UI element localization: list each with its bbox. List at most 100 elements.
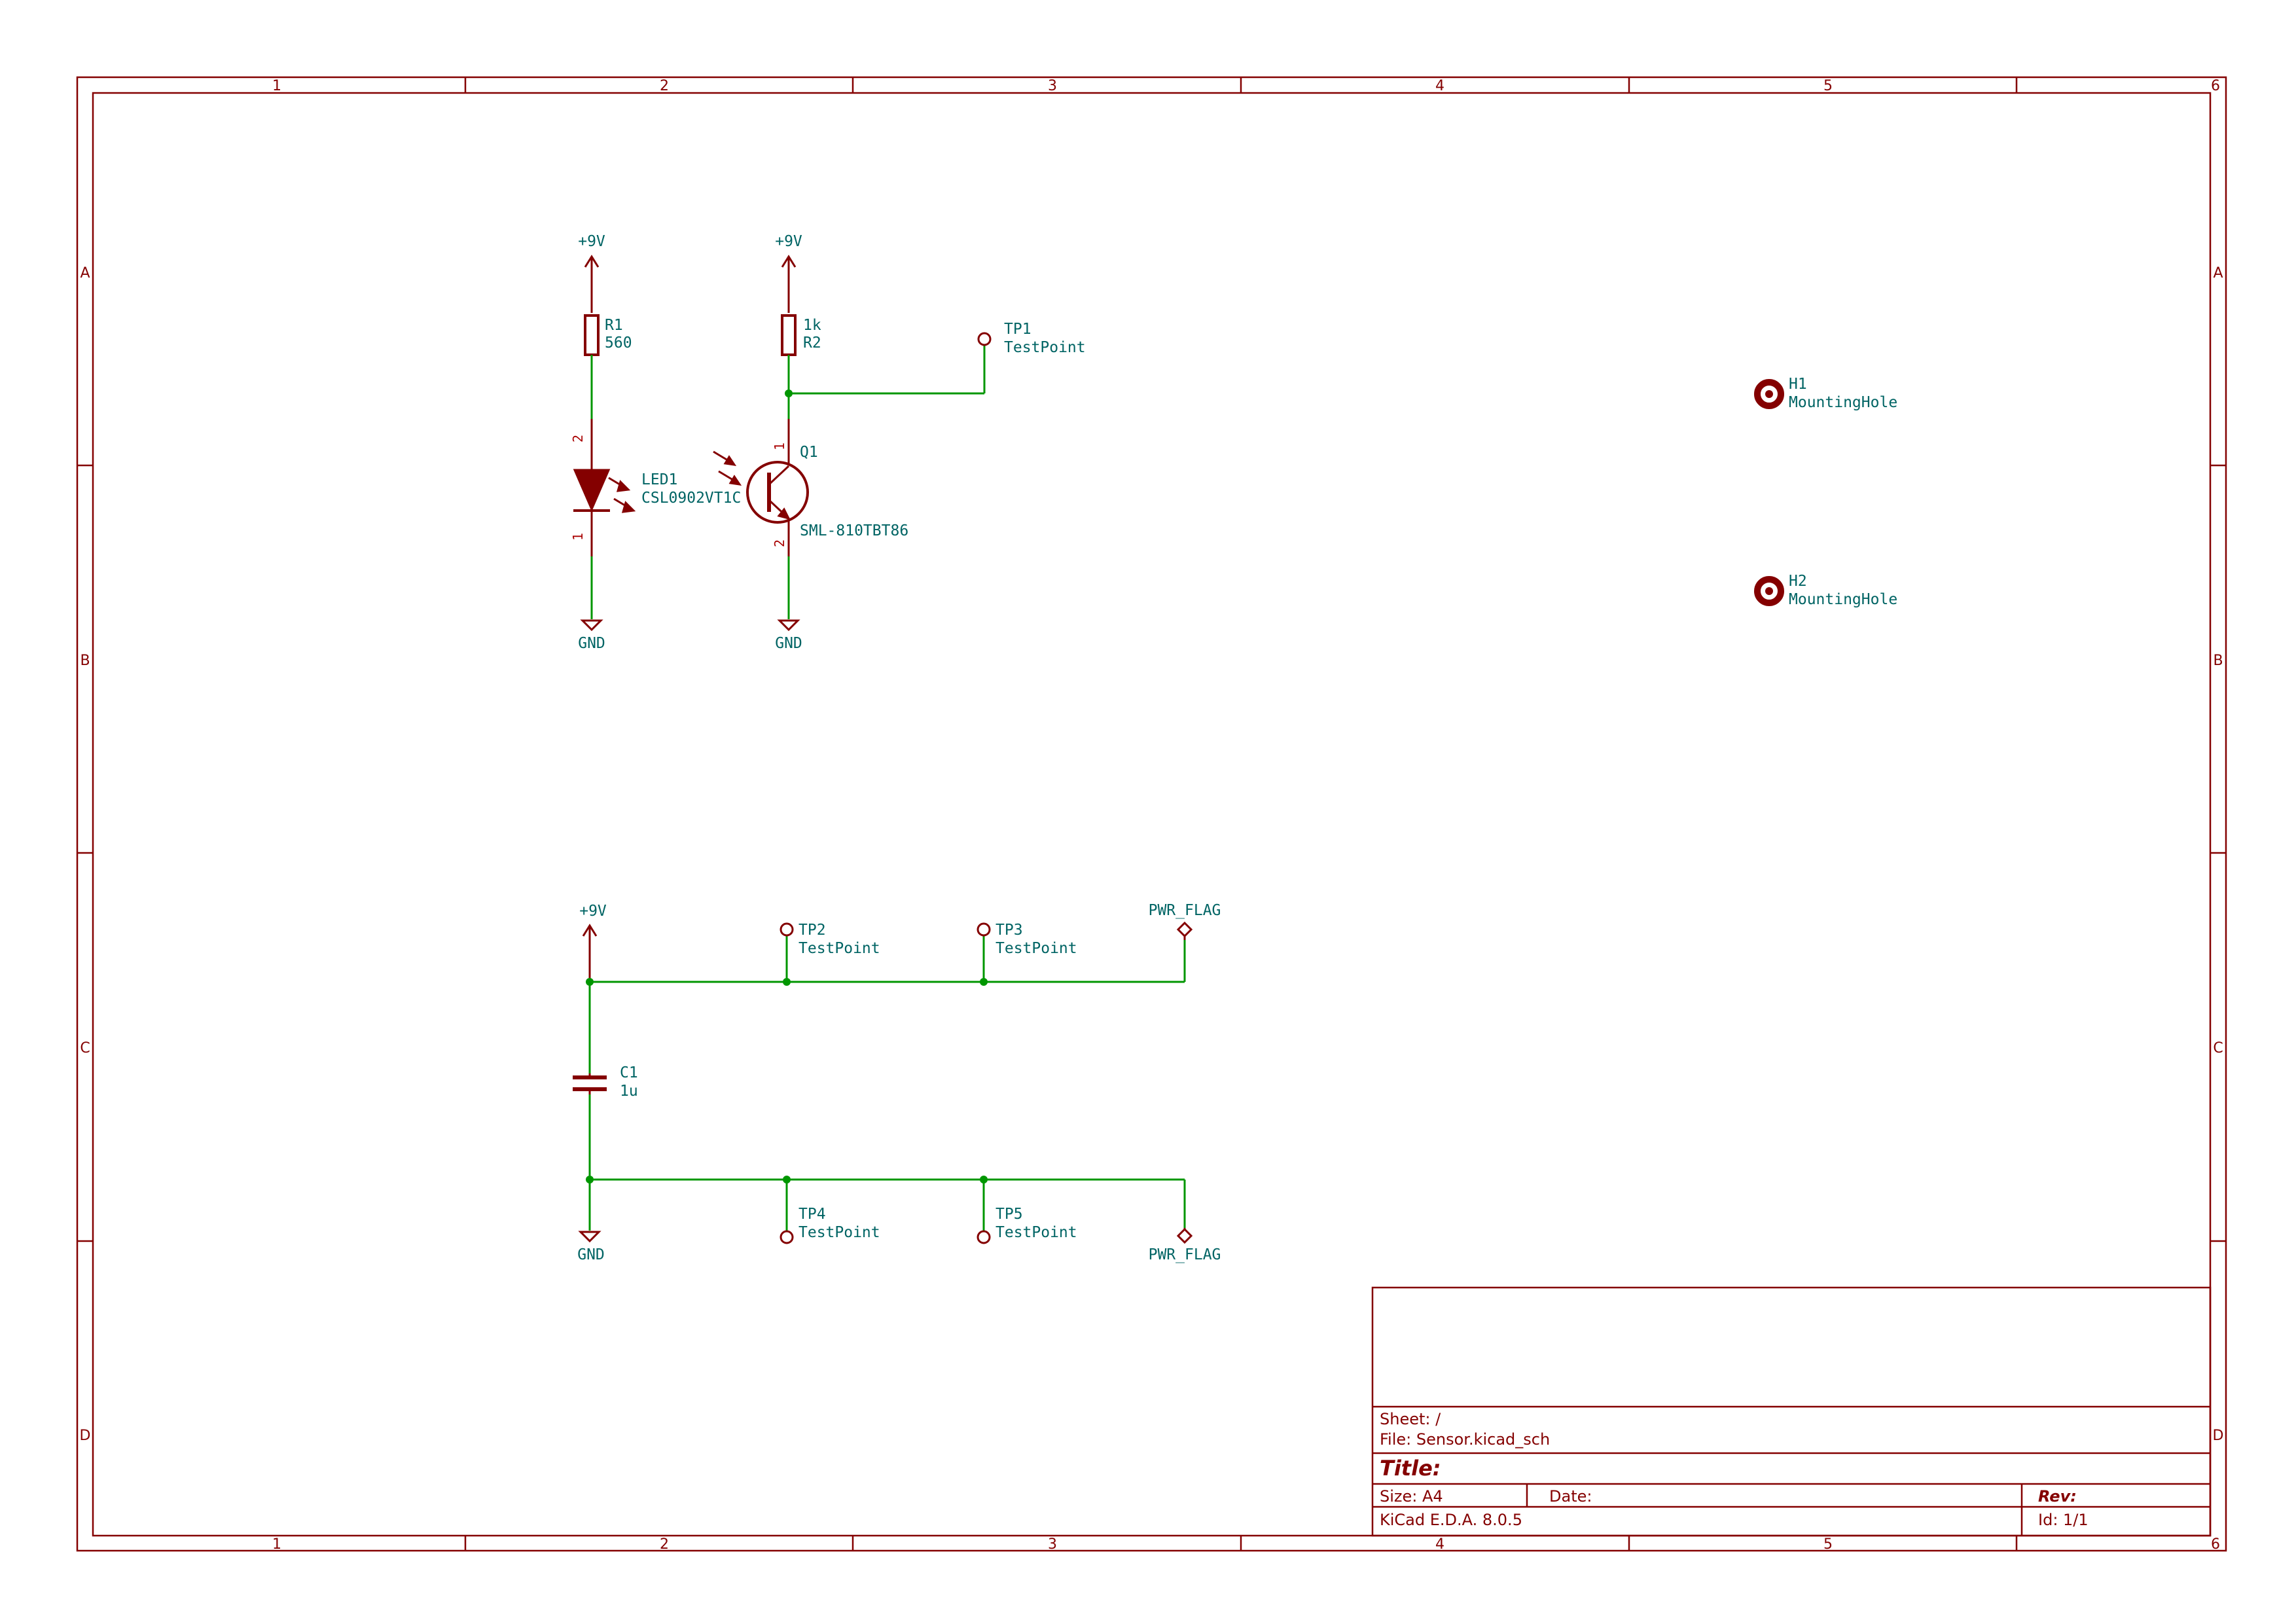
gnd-symbol[interactable]: GND bbox=[578, 619, 605, 652]
r1-value: 560 bbox=[605, 334, 632, 352]
phototransistor-q1[interactable]: 1 2 Q1 SML-810TBT86 bbox=[713, 419, 908, 556]
phototransistor-branch: +9V 1k R2 TP1 TestPoint bbox=[713, 233, 1086, 652]
pwr-flag-label: PWR_FLAG bbox=[1149, 902, 1221, 919]
row-label: A bbox=[2213, 265, 2223, 281]
col-label: 1 bbox=[272, 1536, 281, 1553]
col-label: 2 bbox=[660, 78, 669, 94]
power-9v-symbol[interactable]: +9V bbox=[775, 233, 802, 313]
c1-value: 1u bbox=[620, 1083, 638, 1100]
gnd-label: GND bbox=[577, 1246, 605, 1263]
col-label: 6 bbox=[2211, 1536, 2220, 1553]
row-label: B bbox=[2213, 653, 2223, 669]
power-9v-label: +9V bbox=[579, 903, 607, 920]
row-label: C bbox=[80, 1040, 90, 1056]
outer-border bbox=[76, 76, 2227, 1552]
h2-value: MountingHole bbox=[1789, 591, 1897, 608]
power-rails-section: +9V TP2 TestPoint TP3 TestPoint PWR_FLAG bbox=[573, 902, 1221, 1263]
testpoint-tp3[interactable]: TP3 TestPoint bbox=[977, 922, 1077, 957]
tool-version-label: KiCad E.D.A. 8.0.5 bbox=[1380, 1511, 1522, 1529]
resistor-r1[interactable]: R1 560 bbox=[584, 314, 632, 356]
testpoint-tp2[interactable]: TP2 TestPoint bbox=[780, 922, 880, 957]
power-9v-label: +9V bbox=[775, 233, 802, 250]
title-block-border bbox=[1371, 1286, 2212, 1537]
power-9v-symbol[interactable]: +9V bbox=[579, 903, 607, 982]
testpoint-tp1[interactable]: TP1 TestPoint bbox=[977, 321, 1086, 356]
row-label: A bbox=[80, 265, 90, 281]
row-label: C bbox=[2213, 1040, 2223, 1056]
column-labels-bottom: 1 2 3 4 5 6 bbox=[272, 1536, 2220, 1553]
power-9v-symbol[interactable]: +9V bbox=[578, 233, 605, 313]
r2-value: 1k bbox=[803, 317, 821, 334]
pwr-flag-top[interactable]: PWR_FLAG bbox=[1149, 902, 1221, 940]
resistor-r2[interactable]: 1k R2 bbox=[781, 314, 821, 356]
row-label: B bbox=[80, 653, 90, 669]
h1-ref: H1 bbox=[1789, 376, 1807, 393]
gnd-label: GND bbox=[578, 635, 605, 652]
inner-border bbox=[92, 92, 2212, 1537]
junction-dot bbox=[783, 1176, 791, 1183]
row-label: D bbox=[2213, 1428, 2224, 1444]
tp5-value: TestPoint bbox=[996, 1224, 1077, 1241]
date-label: Date: bbox=[1549, 1487, 1592, 1506]
h2-ref: H2 bbox=[1789, 573, 1807, 590]
junction-dot bbox=[783, 978, 791, 986]
tp1-ref: TP1 bbox=[1004, 321, 1031, 338]
led1-ref: LED1 bbox=[641, 471, 677, 488]
gnd-label: GND bbox=[775, 635, 802, 652]
tp3-ref: TP3 bbox=[996, 922, 1023, 939]
col-label: 1 bbox=[272, 78, 281, 94]
tp1-value: TestPoint bbox=[1004, 339, 1086, 356]
tp3-value: TestPoint bbox=[996, 940, 1077, 957]
gnd-symbol[interactable]: GND bbox=[775, 619, 802, 652]
sheet-id-label: Id: 1/1 bbox=[2038, 1511, 2089, 1529]
row-dividers bbox=[77, 464, 2226, 1242]
col-label: 4 bbox=[1435, 78, 1444, 94]
size-label: Size: A4 bbox=[1380, 1487, 1443, 1506]
led1-pin-cathode: 1 bbox=[570, 533, 586, 541]
tp5-ref: TP5 bbox=[996, 1206, 1023, 1223]
q1-value: SML-810TBT86 bbox=[800, 522, 908, 539]
led1-value: CSL0902VT1C bbox=[641, 490, 741, 507]
tp4-ref: TP4 bbox=[798, 1206, 826, 1223]
row-labels: A B C D A B C D bbox=[80, 265, 2224, 1444]
col-label: 5 bbox=[1823, 1536, 1833, 1553]
q1-pin-collector: 1 bbox=[772, 442, 787, 450]
col-label: 2 bbox=[660, 1536, 669, 1553]
junction-dot bbox=[980, 1176, 988, 1183]
pwr-flag-bottom[interactable]: PWR_FLAG bbox=[1149, 1227, 1221, 1263]
h1-value: MountingHole bbox=[1789, 394, 1897, 411]
gnd-symbol[interactable]: GND bbox=[577, 1231, 605, 1263]
drawing-frame: 1 2 3 4 5 6 1 2 3 4 5 6 A B C D A B C D bbox=[76, 76, 2227, 1553]
led-branch: +9V R1 560 2 1 LED1 CSL0902VT1C bbox=[570, 233, 741, 652]
q1-pin-emitter: 2 bbox=[772, 539, 787, 547]
junction-dot bbox=[586, 978, 594, 986]
mounting-hole-h2[interactable]: H2 MountingHole bbox=[1754, 573, 1897, 608]
col-label: 5 bbox=[1823, 78, 1833, 94]
column-dividers bbox=[464, 77, 2018, 1551]
testpoint-tp5[interactable]: TP5 TestPoint bbox=[977, 1206, 1077, 1244]
file-label: File: Sensor.kicad_sch bbox=[1380, 1430, 1550, 1449]
junction-dot bbox=[785, 389, 793, 397]
col-label: 3 bbox=[1048, 1536, 1057, 1553]
capacitor-c1[interactable]: C1 1u bbox=[573, 1064, 638, 1100]
power-9v-label: +9V bbox=[578, 233, 605, 250]
mounting-hole-h1[interactable]: H1 MountingHole bbox=[1754, 376, 1897, 411]
title-block: Sheet: / File: Sensor.kicad_sch Title: S… bbox=[1371, 1286, 2212, 1537]
col-label: 6 bbox=[2211, 78, 2220, 94]
title-label: Title: bbox=[1380, 1456, 1441, 1481]
led-led1[interactable]: 2 1 LED1 CSL0902VT1C bbox=[570, 419, 741, 556]
row-label: D bbox=[80, 1428, 91, 1444]
led1-pin-anode: 2 bbox=[570, 435, 586, 442]
junction-dot bbox=[980, 978, 988, 986]
tp2-ref: TP2 bbox=[798, 922, 826, 939]
sheet-label: Sheet: / bbox=[1380, 1410, 1441, 1428]
r2-ref: R2 bbox=[803, 334, 821, 352]
q1-ref: Q1 bbox=[800, 444, 818, 461]
pwr-flag-label: PWR_FLAG bbox=[1149, 1246, 1221, 1263]
c1-ref: C1 bbox=[620, 1064, 638, 1081]
r1-ref: R1 bbox=[605, 317, 623, 334]
tp4-value: TestPoint bbox=[798, 1224, 880, 1241]
col-label: 4 bbox=[1435, 1536, 1444, 1553]
testpoint-tp4[interactable]: TP4 TestPoint bbox=[780, 1206, 880, 1244]
